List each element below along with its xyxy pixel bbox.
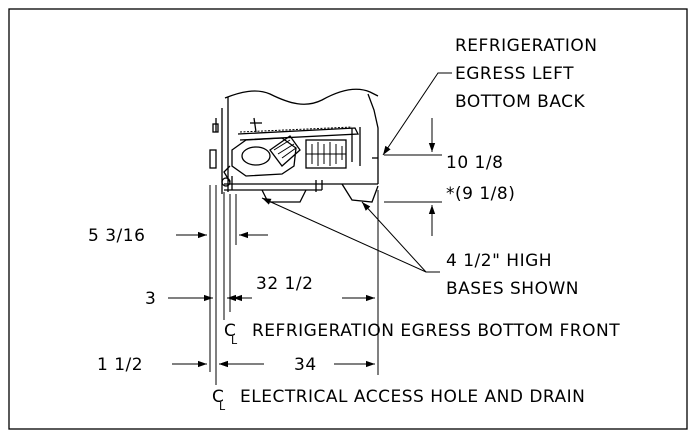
centerline-refrigeration-front: C L REFRIGERATION EGRESS BOTTOM FRONT xyxy=(224,321,620,347)
label-refrigeration-egress-left: REFRIGERATION EGRESS LEFT BOTTOM BACK xyxy=(455,36,598,112)
centerline-subscript: L xyxy=(231,334,238,347)
centerline-electrical: C L ELECTRICAL ACCESS HOLE AND DRAIN xyxy=(212,387,585,413)
label-refrigeration-egress-front: REFRIGERATION EGRESS BOTTOM FRONT xyxy=(252,321,620,341)
dim-height-primary: 10 1/8 xyxy=(446,153,503,173)
equipment-sketch xyxy=(209,88,379,203)
centerline-symbol: C xyxy=(224,321,236,341)
label-bases-note: 4 1/2" HIGH BASES SHOWN xyxy=(446,251,579,299)
drawing-border xyxy=(8,8,688,430)
dim-1-1-2: 1 1/2 xyxy=(97,355,143,375)
label-line: EGRESS LEFT xyxy=(455,64,574,84)
label-electrical-access: ELECTRICAL ACCESS HOLE AND DRAIN xyxy=(240,387,585,407)
dim-34: 34 xyxy=(294,355,317,375)
label-line: REFRIGERATION xyxy=(455,36,598,56)
dim-height-alt: *(9 1/8) xyxy=(446,184,515,204)
centerline-subscript: L xyxy=(219,400,226,413)
label-line: BASES SHOWN xyxy=(446,279,579,299)
dimension-geometry xyxy=(168,72,452,385)
label-line: 4 1/2" HIGH xyxy=(446,251,552,271)
dim-5-3-16: 5 3/16 xyxy=(88,226,145,246)
label-line: BOTTOM BACK xyxy=(455,92,586,112)
centerline-symbol: C xyxy=(212,387,224,407)
dim-32-1-2: 32 1/2 xyxy=(256,274,313,294)
dim-3: 3 xyxy=(145,289,156,309)
